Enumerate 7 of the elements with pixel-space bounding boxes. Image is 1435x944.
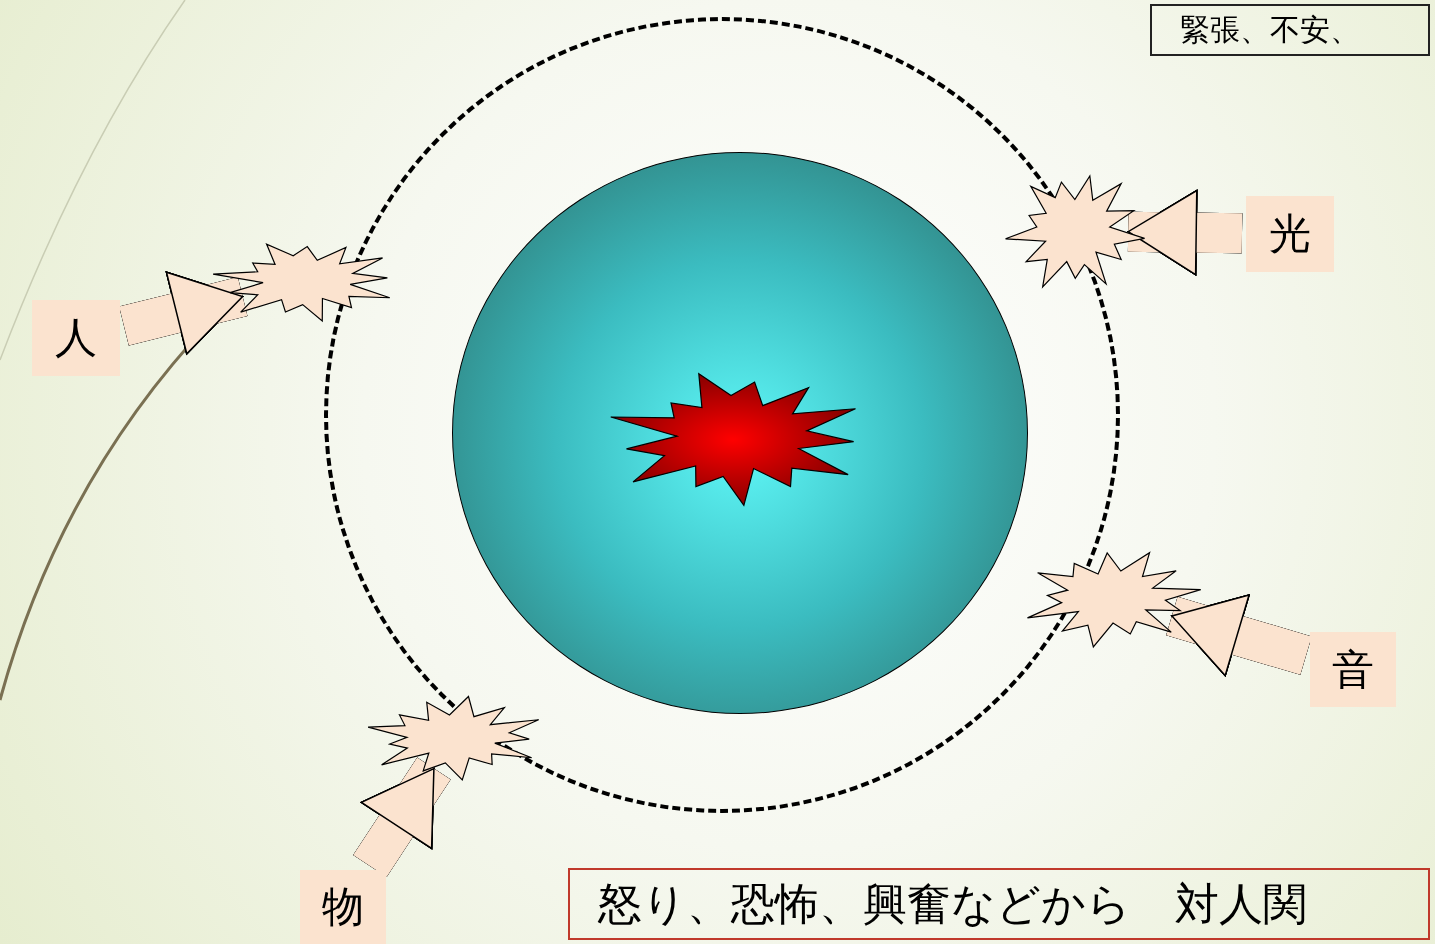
stimulus-label: 人 xyxy=(32,300,120,376)
stimulus-label: 物 xyxy=(300,870,386,944)
stimulus-label: 光 xyxy=(1246,196,1334,272)
text-box: 怒り、恐怖、興奮などから 対人関 xyxy=(568,868,1430,940)
stimulus-label: 音 xyxy=(1310,632,1396,707)
dashed-circle xyxy=(324,17,1120,813)
text-box: 緊張、不安、 xyxy=(1150,4,1430,56)
